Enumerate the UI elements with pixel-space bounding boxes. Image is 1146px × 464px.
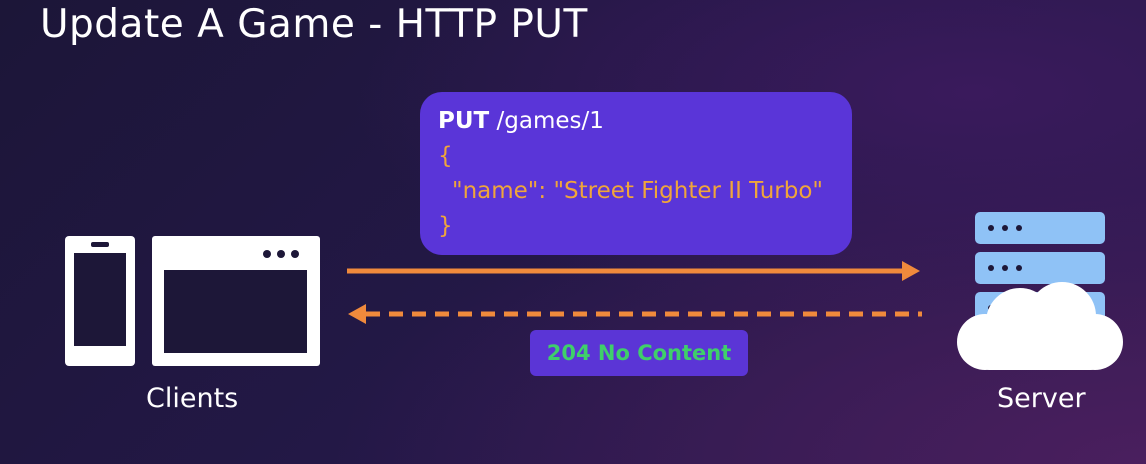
server-label: Server <box>997 383 1086 414</box>
phone-icon <box>65 236 135 366</box>
request-line: PUT /games/1 <box>438 108 604 134</box>
cloud-icon <box>957 282 1123 370</box>
browser-window-icon <box>152 236 320 366</box>
json-close-brace: } <box>438 213 453 239</box>
slide-title: Update A Game - HTTP PUT <box>40 2 588 47</box>
request-box <box>420 92 852 255</box>
request-arrow <box>347 261 920 281</box>
response-status-badge: 204 No Content <box>530 330 748 376</box>
json-open-brace: { <box>438 143 453 169</box>
clients-label: Clients <box>146 383 239 414</box>
json-body-line: "name": "Street Fighter II Turbo" <box>452 178 823 204</box>
response-arrow <box>348 304 922 324</box>
http-method: PUT <box>438 108 490 134</box>
request-path: /games/1 <box>489 108 604 134</box>
